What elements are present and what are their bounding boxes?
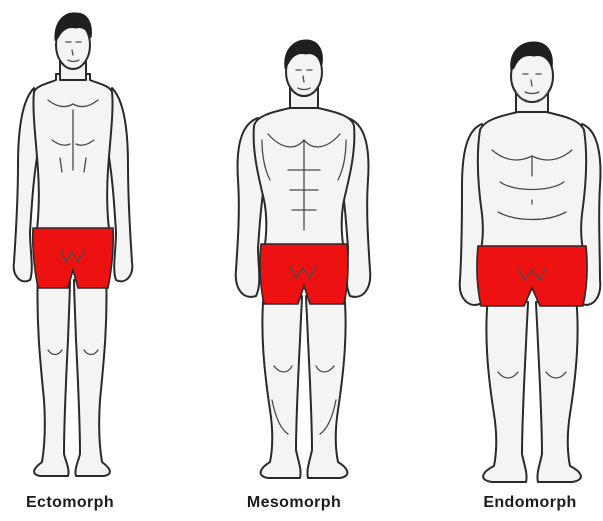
endomorph-right-leg	[536, 296, 581, 482]
ectomorph-figure	[14, 13, 133, 476]
ectomorph-label: Ectomorph	[0, 494, 140, 520]
endomorph-trunks	[477, 246, 587, 306]
ectomorph-trunks	[33, 228, 114, 288]
mesomorph-figure	[236, 40, 371, 478]
mesomorph-trunks	[260, 244, 348, 304]
mesomorph-right-leg	[306, 290, 347, 478]
endomorph-label: Endomorph	[460, 494, 600, 520]
endomorph-torso	[478, 104, 586, 254]
endomorph-figure	[460, 42, 601, 482]
mesomorph-left-leg	[261, 290, 302, 478]
ectomorph-right-leg	[74, 270, 110, 476]
ectomorph-left-leg	[34, 270, 70, 476]
mesomorph-label: Mesomorph	[224, 494, 364, 520]
endomorph-left-leg	[483, 296, 528, 482]
